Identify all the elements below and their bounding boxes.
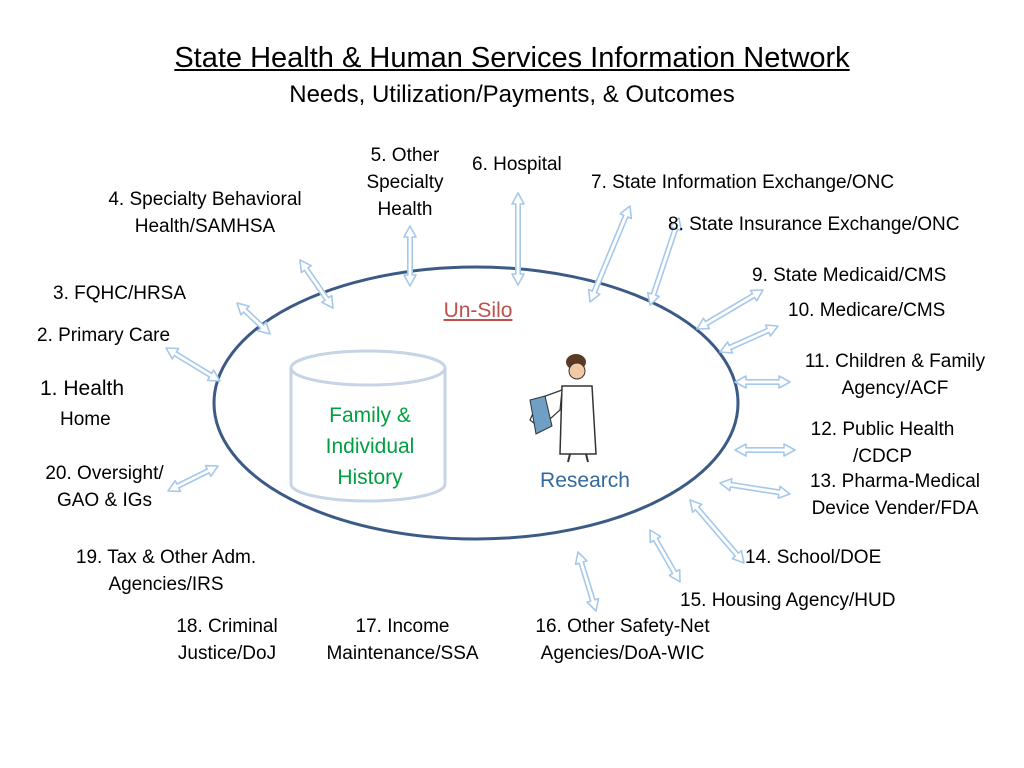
page-subtitle: Needs, Utilization/Payments, & Outcomes [289, 81, 735, 108]
double-arrow-icon [646, 217, 683, 306]
double-arrow-icon [734, 443, 796, 457]
node-2-primary-care: 2. Primary Care [37, 325, 171, 346]
node-7-info-exchange: 7. State Information Exchange/ONC [591, 172, 895, 193]
node-20-oversight: 20. Oversight/ GAO & IGs [45, 463, 164, 511]
double-arrow-icon [574, 551, 600, 612]
node-14-school: 14. School/DOE [745, 547, 882, 568]
node-3-fqhc: 3. FQHC/HRSA [53, 283, 187, 304]
page-title: State Health & Human Services Informatio… [174, 42, 850, 74]
double-arrow-icon [511, 192, 525, 286]
double-arrow-icon [689, 499, 745, 564]
double-arrow-icon [165, 347, 221, 382]
research-label: Research [540, 469, 630, 492]
node-19-tax-irs: 19. Tax & Other Adm. Agencies/IRS [75, 547, 257, 595]
node-15-housing: 15. Housing Agency/HUD [680, 590, 896, 611]
node-12-public-health: 12. Public Health /CDCP [810, 419, 955, 467]
double-arrow-icon [696, 289, 764, 330]
node-9-medicaid: 9. State Medicaid/CMS [752, 265, 947, 286]
double-arrow-icon [719, 324, 779, 354]
node-16-safety-net: 16. Other Safety-Net Agencies/DoA-WIC [535, 616, 710, 664]
node-10-medicare: 10. Medicare/CMS [788, 300, 946, 321]
database-cylinder-icon [289, 349, 447, 503]
node-8-insurance-exchange: 8. State Insurance Exchange/ONC [668, 214, 960, 235]
double-arrow-icon [649, 529, 681, 583]
node-4-behavioral-health: 4. Specialty Behavioral Health/SAMHSA [108, 189, 302, 237]
double-arrow-icon [734, 375, 791, 389]
node-5-other-specialty: 5. Other Specialty Health [366, 145, 444, 220]
node-1-health: 1. Health [40, 377, 125, 400]
double-arrow-icon [167, 464, 219, 493]
double-arrow-icon [719, 477, 791, 500]
node-18-criminal-justice: 18. Criminal Justice/DoJ [176, 616, 278, 664]
node-6-hospital: 6. Hospital [472, 154, 562, 175]
node-17-income-maintenance: 17. Income Maintenance/SSA [326, 616, 479, 664]
node-11-children-family: 11. Children & Family Agency/ACF [804, 351, 986, 399]
central-ellipse [212, 265, 740, 541]
unsilo-label: Un-Silo [443, 299, 513, 322]
double-arrow-icon [587, 205, 633, 303]
scientist-icon [529, 354, 597, 463]
double-arrow-icon [236, 302, 271, 335]
connector-arrows [165, 192, 796, 612]
double-arrow-icon [299, 259, 334, 309]
family-history-label: Family & Individual History [325, 404, 415, 489]
double-arrow-icon [403, 225, 417, 287]
node-1-home: Home [60, 409, 111, 430]
node-13-pharma-fda: 13. Pharma-Medical Device Vender/FDA [809, 471, 981, 519]
